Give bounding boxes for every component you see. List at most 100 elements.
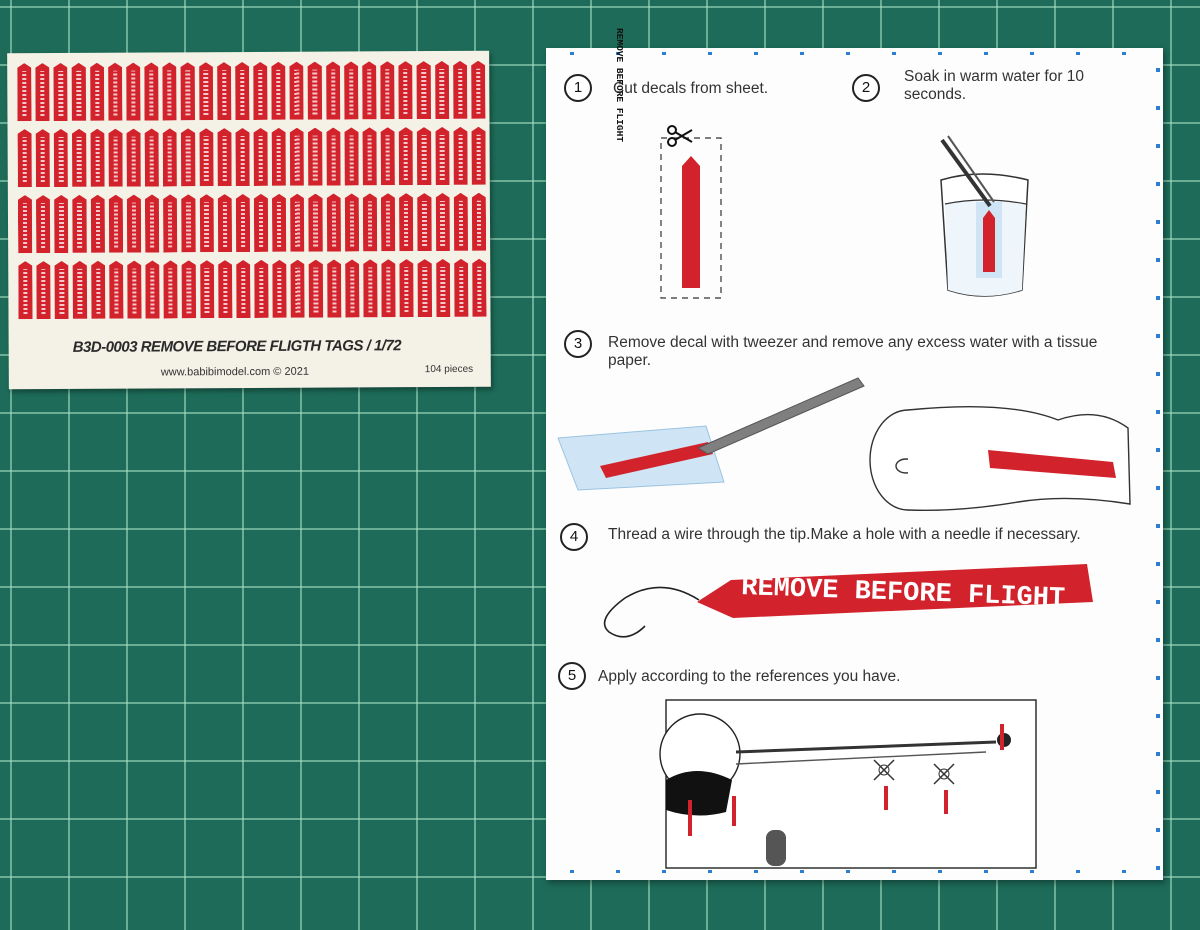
registration-mark — [1156, 752, 1160, 756]
step-4-text: Thread a wire through the tip.Make a hol… — [608, 526, 1081, 543]
decal-tag — [381, 259, 395, 317]
pylon-2-icon — [933, 763, 955, 785]
instruction-card: 1 Cut decals from sheet. REMOVE BEFORE F… — [546, 28, 1163, 880]
registration-mark — [1156, 106, 1160, 110]
decal-tag — [17, 63, 31, 121]
wire-and-tag-illustration: REMOVE BEFORE FLIGHT — [603, 564, 1093, 638]
decal-tag — [344, 127, 358, 185]
registration-mark — [1156, 144, 1160, 148]
decal-tag — [200, 260, 214, 318]
registration-mark — [1076, 870, 1080, 873]
decal-tag — [435, 61, 449, 119]
decal-tag — [54, 129, 68, 187]
decal-tag — [472, 259, 486, 317]
decal-tag — [253, 62, 267, 120]
decal-tag — [272, 194, 286, 252]
registration-mark — [1156, 562, 1160, 566]
decal-tag — [363, 193, 377, 251]
decal-tag — [163, 194, 177, 252]
registration-mark — [1156, 828, 1160, 832]
decal-tag — [399, 193, 413, 251]
decal-tag — [54, 195, 68, 253]
registration-mark — [754, 870, 758, 873]
decal-sheet-title: B3D-0003 REMOVE BEFORE FLIGTH TAGS / 1/7… — [72, 337, 402, 356]
registration-mark — [1156, 258, 1160, 262]
decal-tag — [272, 260, 286, 318]
step-1-illustration: REMOVE BEFORE FLIGHT — [614, 28, 722, 299]
decal-tag — [327, 260, 341, 318]
glass-of-water-illustration — [940, 135, 1029, 297]
decal-tag — [236, 194, 250, 252]
decal-tag — [91, 261, 105, 319]
step-3-text: Remove decal with tweezer and remove any… — [608, 334, 1098, 369]
decal-tag — [326, 194, 340, 252]
decal-tag — [109, 261, 123, 319]
decal-tag — [345, 259, 359, 317]
decal-tag — [217, 62, 231, 120]
registration-mark — [1156, 334, 1160, 338]
registration-mark — [984, 870, 988, 873]
registration-mark — [1122, 870, 1126, 873]
decal-tag — [235, 62, 249, 120]
decal-tag — [127, 261, 141, 319]
decal-tag — [35, 63, 49, 121]
decal-tag — [218, 260, 232, 318]
registration-mark — [892, 52, 896, 55]
registration-mark — [1076, 52, 1080, 55]
decal-tag — [254, 194, 268, 252]
decal-tag — [127, 195, 141, 253]
registration-mark — [800, 52, 804, 55]
registration-mark — [1156, 448, 1160, 452]
decal-tag — [308, 128, 322, 186]
decal-tag — [308, 62, 322, 120]
decal-tag — [326, 128, 340, 186]
registration-mark — [1156, 220, 1160, 224]
decal-tag — [453, 127, 467, 185]
decal-tag — [236, 260, 250, 318]
step-5-number: 5 — [558, 662, 586, 690]
decal-tag — [417, 193, 431, 251]
aircraft-reference-illustration — [659, 699, 1037, 869]
decal-tag — [18, 195, 32, 253]
decal-tag — [163, 260, 177, 318]
decal-tag — [289, 62, 303, 120]
decal-tag — [90, 129, 104, 187]
decal-tag — [145, 260, 159, 318]
registration-mark — [984, 52, 988, 55]
decal-tag — [181, 128, 195, 186]
decal-tag — [472, 193, 486, 251]
decal-sheet-count: 104 pieces — [424, 363, 474, 376]
decal-tag — [108, 63, 122, 121]
registration-mark — [938, 870, 942, 873]
registration-mark — [754, 52, 758, 55]
decal-tag — [272, 128, 286, 186]
registration-mark — [1156, 790, 1160, 794]
decal-tag — [290, 194, 304, 252]
registration-mark — [800, 870, 804, 873]
decal-tag — [145, 194, 159, 252]
decal-tag — [254, 128, 268, 186]
step-2-text: Soak in warm water for 10 seconds. — [904, 68, 1085, 103]
registration-mark — [616, 870, 620, 873]
decal-tag — [55, 261, 69, 319]
decal-tag — [72, 129, 86, 187]
decal-tag — [235, 128, 249, 186]
registration-mark — [662, 52, 666, 55]
decal-tag — [108, 129, 122, 187]
step-3-number: 3 — [564, 330, 592, 358]
decal-tag — [72, 195, 86, 253]
registration-mark — [846, 870, 850, 873]
registration-mark — [1156, 676, 1160, 680]
decal-tag — [436, 259, 450, 317]
step-1-tag-label: REMOVE BEFORE FLIGHT — [614, 28, 625, 142]
registration-mark — [846, 52, 850, 55]
pylon-1-icon — [873, 759, 895, 781]
decal-tag — [109, 195, 123, 253]
decal-tag — [181, 194, 195, 252]
decal-tag — [73, 261, 87, 319]
decal-tag — [144, 62, 158, 120]
registration-mark — [1156, 600, 1160, 604]
decal-tag — [435, 193, 449, 251]
decal-tag — [271, 62, 285, 120]
decal-tag — [453, 61, 467, 119]
